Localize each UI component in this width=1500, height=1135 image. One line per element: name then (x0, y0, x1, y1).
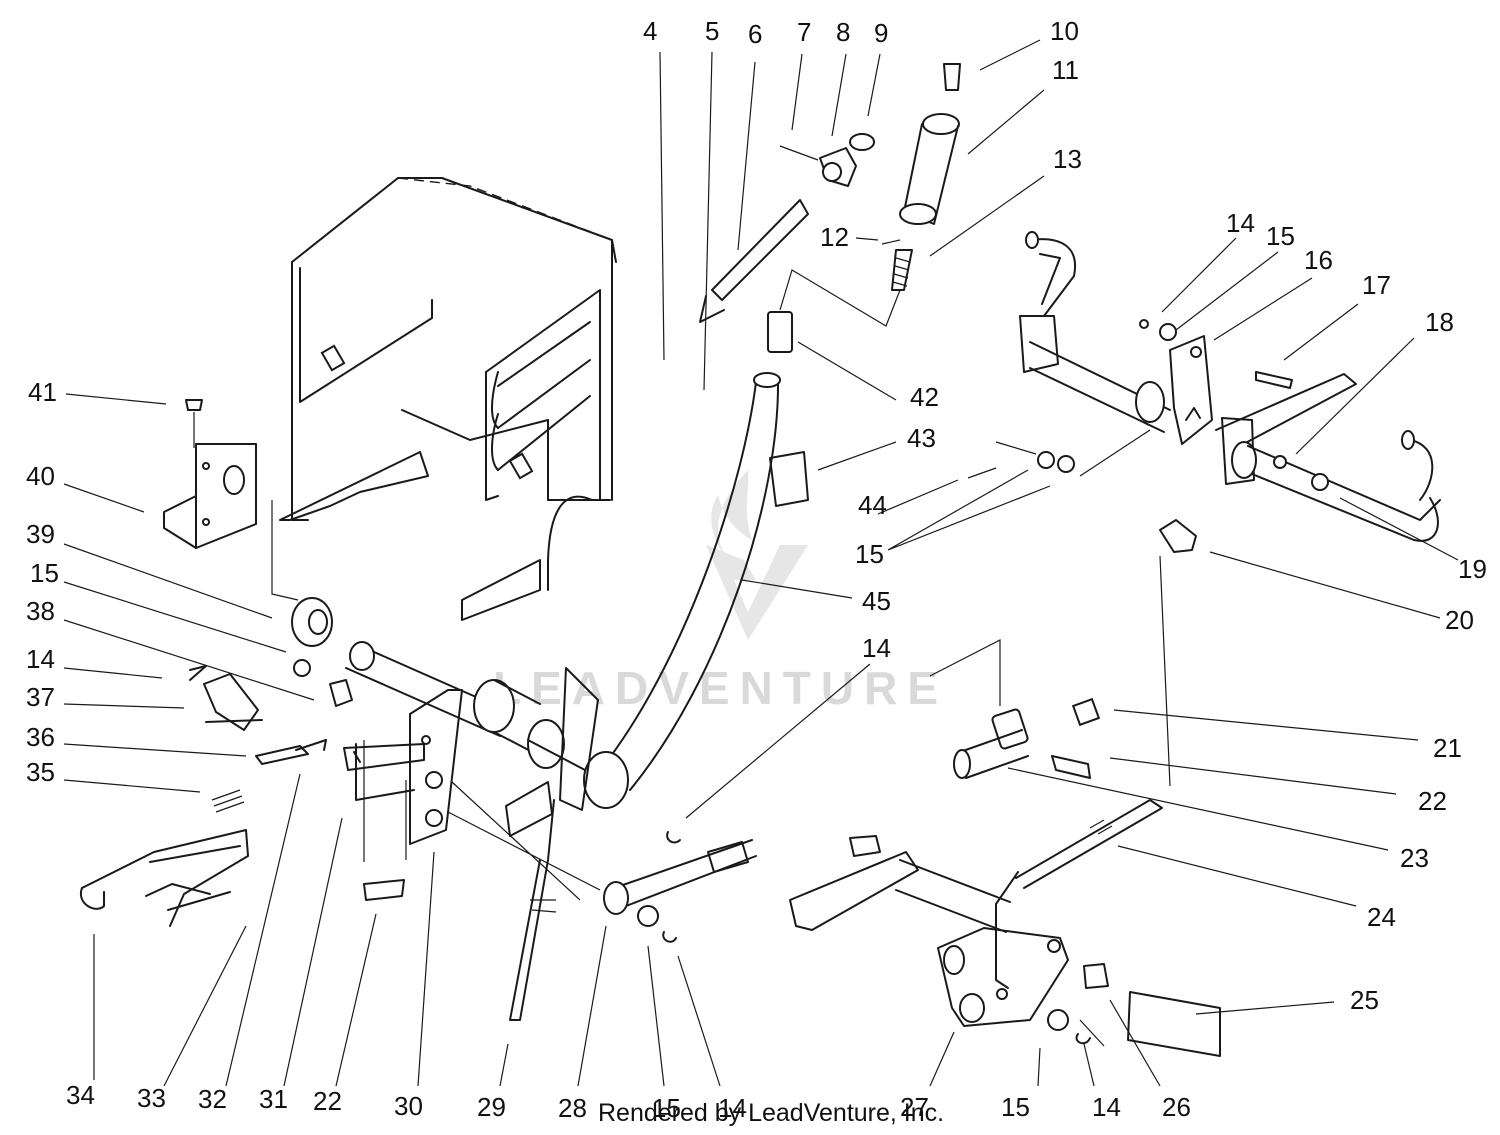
control-lever-45 (607, 372, 809, 791)
center-pivot-bracket (409, 667, 757, 1021)
callout-14-a: 14 (1226, 208, 1255, 238)
callout-15-b: 15 (30, 558, 59, 588)
callout-44: 44 (858, 490, 887, 520)
callout-15-e: 15 (652, 1093, 681, 1123)
pivot-rod-assembly-right (1019, 231, 1441, 553)
callout-19: 19 (1458, 554, 1487, 584)
callout-38: 38 (26, 596, 55, 626)
callout-22-b: 22 (313, 1086, 342, 1116)
callout-25: 25 (1350, 985, 1379, 1015)
watermark-v-icon (706, 545, 808, 640)
watermark-text: LEADVENTURE (493, 662, 948, 714)
callout-17: 17 (1362, 270, 1391, 300)
console-housing (279, 177, 617, 621)
callout-18: 18 (1425, 307, 1454, 337)
callout-7: 7 (797, 17, 811, 47)
callout-23: 23 (1400, 843, 1429, 873)
callout-15-a: 15 (1266, 221, 1295, 251)
callout-14-c: 14 (862, 633, 891, 663)
callout-8: 8 (836, 17, 850, 47)
callout-13: 13 (1053, 144, 1082, 174)
callout-36: 36 (26, 722, 55, 752)
callout-9: 9 (874, 18, 888, 48)
watermark: LEADVENTURE (493, 470, 948, 714)
callout-10: 10 (1050, 16, 1079, 46)
callout-34: 34 (66, 1080, 95, 1110)
callout-20: 20 (1445, 605, 1474, 635)
callout-32: 32 (198, 1084, 227, 1114)
pin-and-washers-44-15 (967, 429, 1151, 479)
left-bracket-parts (79, 399, 511, 927)
callout-33: 33 (137, 1083, 166, 1113)
callout-39: 39 (26, 519, 55, 549)
callout-14-b: 14 (26, 644, 55, 674)
callout-numbers: 4 5 6 7 8 9 10 11 12 13 14 15 16 17 18 1… (26, 16, 1487, 1123)
callout-28: 28 (558, 1093, 587, 1123)
leader-lines (63, 39, 1459, 1087)
callout-21: 21 (1433, 733, 1462, 763)
callout-40: 40 (26, 461, 55, 491)
knob-assembly (699, 63, 961, 353)
callout-5: 5 (705, 16, 719, 46)
watermark-flame-icon (711, 470, 752, 560)
callout-26: 26 (1162, 1092, 1191, 1122)
callout-6: 6 (748, 19, 762, 49)
callout-11: 11 (1052, 55, 1079, 85)
callout-12: 12 (820, 222, 849, 252)
callout-4: 4 (643, 16, 657, 46)
callout-42: 42 (910, 382, 939, 412)
callout-15-c: 15 (855, 539, 884, 569)
callout-30: 30 (394, 1091, 423, 1121)
callout-43: 43 (907, 423, 936, 453)
callout-45: 45 (862, 586, 891, 616)
callout-16: 16 (1304, 245, 1333, 275)
callout-14-d: 14 (1092, 1092, 1121, 1122)
callout-22-a: 22 (1418, 786, 1447, 816)
callout-41: 41 (28, 377, 57, 407)
callout-24: 24 (1367, 902, 1396, 932)
callout-31: 31 (259, 1084, 288, 1114)
lower-linkage-assembly (789, 555, 1221, 1057)
callout-29: 29 (477, 1092, 506, 1122)
callout-27: 27 (900, 1092, 929, 1122)
callout-14-e: 14 (718, 1093, 747, 1123)
callout-35: 35 (26, 757, 55, 787)
callout-15-d: 15 (1001, 1092, 1030, 1122)
footer-credit: Rendered by LeadVenture, Inc. (598, 1099, 944, 1127)
callout-37: 37 (26, 682, 55, 712)
